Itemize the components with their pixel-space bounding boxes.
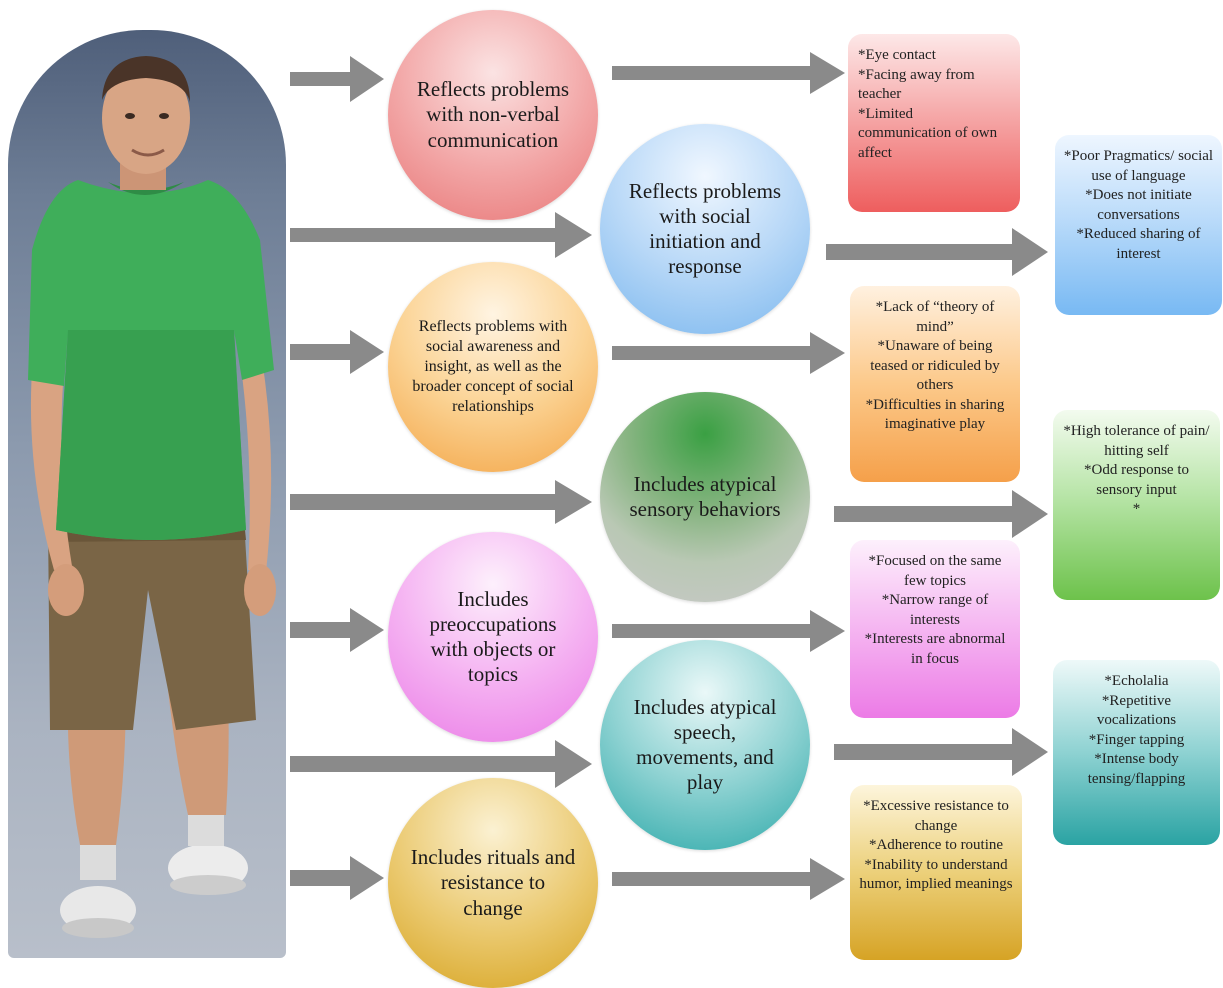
circle-sensory-behaviors: Includes atypical sensory behaviors: [600, 392, 810, 602]
arrow-social-initiation-to-box: [826, 228, 1048, 276]
arrow-figure-to-social-initiation: [290, 212, 592, 258]
box-sensory-examples: *High tolerance of pain/ hitting self *O…: [1053, 410, 1220, 600]
arrow-figure-to-preoccupations: [290, 608, 384, 652]
arrow-sensory-to-box: [834, 490, 1048, 538]
box-item: *Intense body tensing/flapping: [1087, 751, 1186, 787]
circle-label: Includes preoccupations with objects or …: [429, 586, 557, 687]
box-nonverbal-examples: *Eye contact *Facing away from teacher *…: [848, 34, 1020, 212]
box-item: *Excessive resistance to change: [863, 798, 1009, 834]
arrow-speech-to-box: [834, 728, 1048, 776]
circle-rituals: Includes rituals and resistance to chang…: [388, 778, 598, 988]
box-item: *Odd response to sensory input: [1084, 462, 1189, 498]
arrow-rituals-to-box: [612, 858, 845, 900]
person-figure: [28, 56, 276, 938]
circle-label: Reflects problems with non-verbal commun…: [416, 77, 570, 152]
box-item: *Lack of “theory of mind”: [875, 299, 995, 335]
circle-social-initiation: Reflects problems with social initiation…: [600, 124, 810, 334]
box-item: *High tolerance of pain/ hitting self: [1063, 423, 1210, 459]
arrow-figure-to-social-awareness: [290, 330, 384, 374]
circle-social-awareness: Reflects problems with social awareness …: [388, 262, 598, 472]
arrow-figure-to-speech: [290, 740, 592, 788]
circle-label: Includes atypical speech, movements, and…: [633, 694, 777, 795]
arrow-preoccupations-to-box: [612, 610, 845, 652]
box-item: *Narrow range of interests: [881, 592, 989, 628]
box-item: *Echolalia: [1104, 673, 1169, 689]
arrow-figure-to-nonverbal: [290, 56, 384, 102]
box-item: *Eye contact: [858, 47, 936, 63]
box-item: *Adherence to routine: [868, 837, 1004, 853]
arrow-figure-to-sensory: [290, 480, 592, 524]
box-speech-movements-examples: *Echolalia *Repetitive vocalizations *Fi…: [1053, 660, 1220, 845]
box-rituals-examples: *Excessive resistance to change *Adheren…: [850, 785, 1022, 960]
circle-label: Includes atypical sensory behaviors: [629, 471, 781, 521]
box-preoccupations-examples: *Focused on the same few topics *Narrow …: [850, 540, 1020, 718]
box-item: *Unaware of being teased or ridiculed by…: [870, 338, 1000, 393]
arrow-figure-to-rituals: [290, 856, 384, 900]
box-item: *Reduced sharing of interest: [1076, 226, 1201, 262]
box-item: *Finger tapping: [1088, 731, 1185, 748]
person-avatar-icon: [8, 30, 286, 958]
box-item: *Focused on the same few topics: [868, 553, 1002, 589]
box-item: *Does not initiate conversations: [1085, 187, 1192, 223]
box-social-initiation-examples: *Poor Pragmatics/ social use of language…: [1055, 135, 1222, 315]
circle-label: Includes rituals and resistance to chang…: [410, 845, 576, 920]
arrow-social-awareness-to-box: [612, 332, 845, 374]
box-item: *Difficulties in sharing imaginative pla…: [865, 396, 1005, 433]
box-item: *Interests are abnormal in focus: [864, 631, 1006, 667]
box-item: *Facing away from teacher: [858, 66, 975, 103]
box-social-awareness-examples: *Lack of “theory of mind” *Unaware of be…: [850, 286, 1020, 482]
circle-label: Reflects problems with social initiation…: [628, 178, 782, 279]
box-item: *Poor Pragmatics/ social use of language: [1063, 148, 1214, 184]
arrow-nonverbal-to-box: [612, 52, 845, 94]
box-item: *Repetitive vocalizations: [1096, 692, 1177, 729]
box-item: *: [1132, 501, 1141, 517]
box-item: *Inability to understand humor, implied …: [859, 856, 1013, 893]
circle-nonverbal-communication: Reflects problems with non-verbal commun…: [388, 10, 598, 220]
circle-label: Reflects problems with social awareness …: [412, 318, 574, 415]
circle-speech-movements: Includes atypical speech, movements, and…: [600, 640, 810, 850]
circle-preoccupations: Includes preoccupations with objects or …: [388, 532, 598, 742]
box-item: *Limited communication of own affect: [858, 105, 998, 161]
